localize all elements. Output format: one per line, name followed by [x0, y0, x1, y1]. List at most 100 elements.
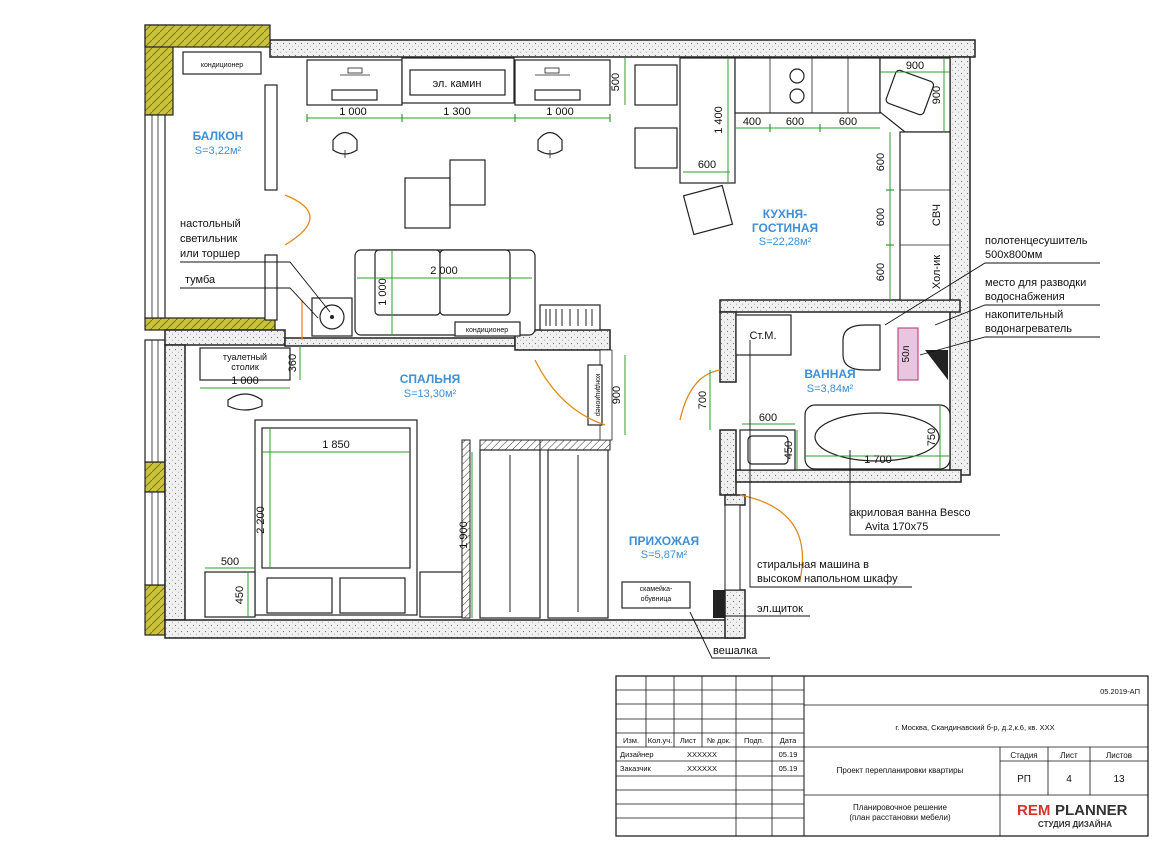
- tb-date-1: 05.19: [779, 764, 798, 773]
- vanity-label-1: туалетный: [223, 352, 267, 362]
- tb-h-4: Подп.: [744, 736, 764, 745]
- note-bathtub-1: акриловая ванна Besco: [850, 507, 970, 519]
- note-lamp-1: настольный: [180, 218, 241, 230]
- room-hall-name: ПРИХОЖАЯ: [629, 534, 699, 548]
- dim-1: 1 000: [339, 106, 367, 118]
- dim-15: 2 000: [430, 265, 458, 277]
- walls: [144, 24, 976, 639]
- tb-drawing-2: (план расстановки мебели): [849, 813, 951, 822]
- dim-9: 600: [839, 116, 857, 128]
- dim-5: 1 400: [713, 106, 725, 134]
- bench-label-2: обувница: [641, 595, 672, 603]
- dim-23: 900: [611, 386, 623, 404]
- room-bedroom-name: СПАЛЬНЯ: [400, 372, 460, 386]
- tb-sheets-label: Листов: [1106, 751, 1132, 760]
- dim-3: 1 000: [546, 106, 574, 118]
- logo-planner: PLANNER: [1055, 802, 1128, 819]
- dim-17: 360: [287, 354, 299, 372]
- dim-20: 2 200: [255, 506, 267, 534]
- tb-project: Проект перепланировки квартиры: [837, 766, 964, 775]
- dim-10: 900: [906, 60, 924, 72]
- tb-name-1: XXXXXX: [687, 764, 717, 773]
- note-towel-1: полотенцесушитель: [985, 235, 1088, 247]
- dim-26: 600: [759, 412, 777, 424]
- tb-role-1: Заказчик: [620, 764, 652, 773]
- dim-24: 1 900: [458, 521, 470, 549]
- room-living-name-2: ГОСТИНАЯ: [752, 221, 818, 235]
- note-towel-2: 500x800мм: [985, 249, 1042, 261]
- room-living-name-1: КУХНЯ-: [763, 207, 807, 221]
- room-bath-area: S=3,84м²: [807, 383, 854, 395]
- tb-sheets: 13: [1113, 774, 1125, 785]
- vanity-label-2: столик: [231, 362, 259, 372]
- doors: [284, 194, 804, 581]
- room-bedroom-area: S=13,30м²: [404, 388, 457, 400]
- dim-19: 1 850: [322, 439, 350, 451]
- note-heater-1: накопительный: [985, 309, 1063, 321]
- tb-drawing-1: Планировочное решение: [853, 803, 947, 812]
- note-water-2: водоснабжения: [985, 291, 1065, 303]
- room-living-area: S=22,28м²: [759, 236, 812, 248]
- tb-date-0: 05.19: [779, 750, 798, 759]
- note-lamp-2: светильник: [180, 233, 238, 245]
- dim-6: 600: [698, 159, 716, 171]
- dim-18: 1 000: [231, 375, 259, 387]
- note-lamp-3: или торшер: [180, 248, 240, 260]
- dim-12: 600: [875, 153, 887, 171]
- dim-25: 700: [697, 391, 709, 409]
- dim-27: 450: [783, 441, 795, 459]
- tb-sheet: 4: [1066, 774, 1072, 785]
- tb-h-1: Кол.уч.: [648, 736, 673, 745]
- note-washer-1: стиральная машина в: [757, 559, 869, 571]
- dim-21: 500: [221, 556, 239, 568]
- dimensions: 1 000 1 300 1 000 500 1 400 600 400 600 …: [200, 58, 950, 618]
- furniture: кондиционер эл. камин кондиционер: [182, 51, 951, 619]
- microwave-label: СВЧ: [931, 204, 943, 226]
- dim-28: 750: [926, 428, 938, 446]
- room-bath-name: ВАННАЯ: [804, 367, 855, 381]
- bench-label-1: скамейка-: [640, 585, 673, 593]
- note-tumba: тумба: [185, 274, 216, 286]
- tb-h-3: № док.: [707, 736, 731, 745]
- dim-11: 900: [931, 86, 943, 104]
- ac-hall-label: кондиционер: [594, 374, 601, 416]
- remplanner-logo: REM PLANNER СТУДИЯ ДИЗАЙНА: [1017, 802, 1128, 829]
- room-labels: БАЛКОН S=3,22м² КУХНЯ- ГОСТИНАЯ S=22,28м…: [193, 129, 856, 561]
- note-water-1: место для разводки: [985, 277, 1086, 289]
- tb-h-0: Изм.: [623, 736, 639, 745]
- logo-sub: СТУДИЯ ДИЗАЙНА: [1038, 820, 1112, 829]
- ac-top-label: кондиционер: [201, 62, 243, 69]
- logo-rem: REM: [1017, 802, 1050, 819]
- dim-2: 1 300: [443, 106, 471, 118]
- tb-name-0: XXXXXX: [687, 750, 717, 759]
- dim-8: 600: [786, 116, 804, 128]
- tb-date-code: 05.2019-АП: [1100, 687, 1140, 696]
- tb-stage-label: Стадия: [1010, 751, 1037, 760]
- dim-29: 1 700: [864, 454, 892, 466]
- fireplace-label: эл. камин: [433, 78, 482, 90]
- dim-22: 450: [234, 586, 246, 604]
- ac-bedroom-label: кондиционер: [466, 327, 508, 334]
- dim-7: 400: [743, 116, 761, 128]
- tb-stage: РП: [1017, 774, 1031, 785]
- note-washer-2: высоком напольном шкафу: [757, 573, 898, 585]
- callouts: настольный светильник или торшер тумба п…: [180, 218, 1100, 659]
- tb-role-0: Дизайнер: [620, 750, 654, 759]
- tb-h-2: Лист: [680, 736, 697, 745]
- dim-14: 600: [875, 263, 887, 281]
- washer-label: Ст.М.: [749, 330, 776, 342]
- note-heater-2: водонагреватель: [985, 323, 1072, 335]
- tb-h-5: Дата: [780, 736, 797, 745]
- tb-address: г. Москва, Скандинавский б-р, д.2,к.6, к…: [895, 723, 1054, 732]
- note-panel: эл.щиток: [757, 603, 803, 615]
- note-hanger: вешалка: [713, 645, 758, 657]
- fridge-label: Хол-ик: [931, 255, 943, 289]
- room-balcony-name: БАЛКОН: [193, 129, 244, 143]
- heater-label: 50л: [901, 345, 912, 362]
- dim-13: 600: [875, 208, 887, 226]
- title-block: 05.2019-АП г. Москва, Скандинавский б-р,…: [615, 675, 1149, 837]
- dim-4: 500: [610, 73, 622, 91]
- note-bathtub-2: Avita 170x75: [865, 521, 928, 533]
- room-balcony-area: S=3,22м²: [195, 145, 242, 157]
